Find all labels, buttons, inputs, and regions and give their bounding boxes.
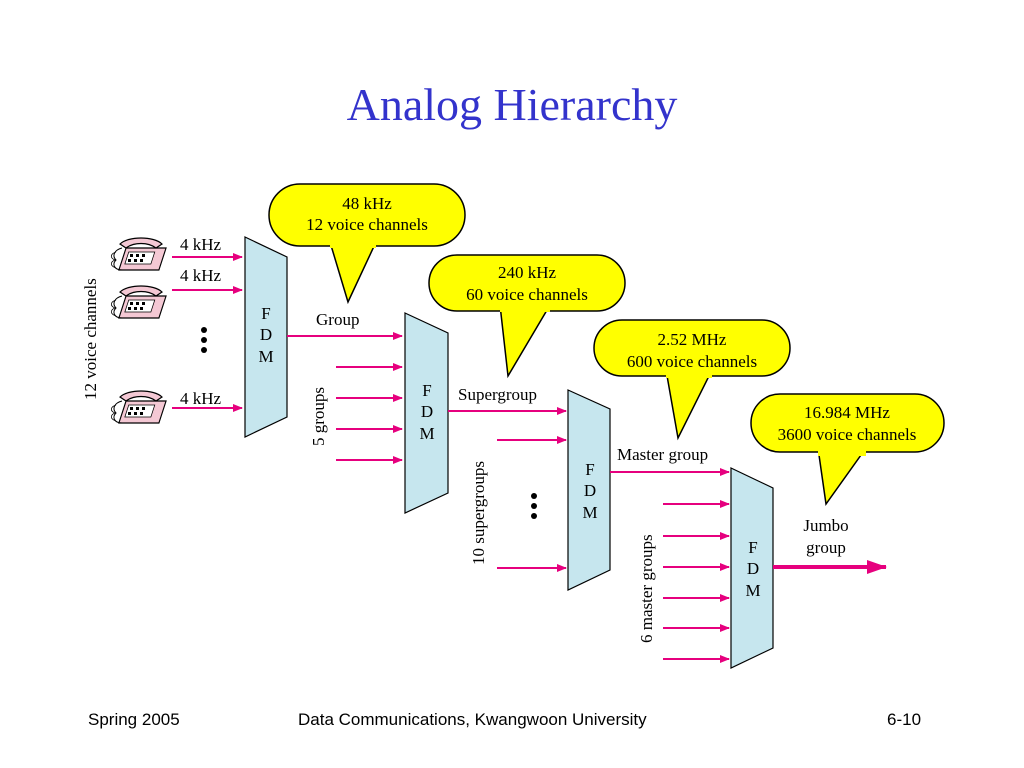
stage2-side-label: 5 groups [309, 387, 328, 446]
fdm-letter: D [584, 481, 596, 500]
fdm-block-2 [404, 312, 449, 514]
input-frequency-label: 4 kHz [180, 389, 222, 408]
fdm-block-4 [730, 467, 774, 669]
ellipsis-dots [201, 327, 207, 353]
callout-frequency: 2.52 MHz [658, 330, 727, 349]
fdm-letter: F [748, 538, 757, 557]
supergroup-label: Supergroup [458, 385, 537, 404]
fdm-letter: F [585, 460, 594, 479]
stage4-side-label: 6 master groups [637, 534, 656, 643]
callout-jumbo-group-bandwidth: 16.984 MHz 3600 voice channels [750, 393, 945, 506]
group-label: Group [316, 310, 359, 329]
fdm-letter: M [258, 347, 273, 366]
callout-channels: 3600 voice channels [778, 425, 917, 444]
footer-slide-number: 6-10 [887, 710, 922, 729]
fdm-block-3 [567, 389, 611, 591]
fdm-letter: D [421, 402, 433, 421]
fdm-letter: D [747, 559, 759, 578]
input-frequency-label: 4 kHz [180, 235, 222, 254]
callout-channels: 600 voice channels [627, 352, 757, 371]
footer-date: Spring 2005 [88, 710, 180, 729]
stage1-side-label: 12 voice channels [81, 278, 100, 400]
telephone-icon [110, 237, 167, 271]
callout-group-bandwidth: 48 kHz 12 voice channels [268, 183, 466, 305]
callout-channels: 12 voice channels [306, 215, 428, 234]
input-frequency-label: 4 kHz [180, 266, 222, 285]
fdm-block-1 [244, 236, 288, 438]
jumbo-group-label: group [806, 538, 846, 557]
callout-frequency: 240 kHz [498, 263, 557, 282]
jumbo-group-label: Jumbo [803, 516, 848, 535]
fdm-letter: F [261, 304, 270, 323]
footer-course: Data Communications, Kwangwoon Universit… [298, 710, 647, 729]
callout-channels: 60 voice channels [466, 285, 588, 304]
callout-master-group-bandwidth: 2.52 MHz 600 voice channels [593, 319, 791, 441]
telephone-icon [110, 285, 167, 319]
ellipsis-dots [531, 493, 537, 519]
fdm-letter: D [260, 325, 272, 344]
fdm-letter: M [745, 581, 760, 600]
fdm-letter: F [422, 381, 431, 400]
fdm-letter: M [582, 503, 597, 522]
callout-frequency: 16.984 MHz [804, 403, 890, 422]
callout-supergroup-bandwidth: 240 kHz 60 voice channels [428, 254, 626, 379]
page-title: Analog Hierarchy [346, 79, 678, 130]
stage3-side-label: 10 supergroups [469, 461, 488, 565]
master-group-label: Master group [617, 445, 708, 464]
telephone-icon [110, 390, 167, 424]
fdm-letter: M [419, 424, 434, 443]
callout-frequency: 48 kHz [342, 194, 392, 213]
